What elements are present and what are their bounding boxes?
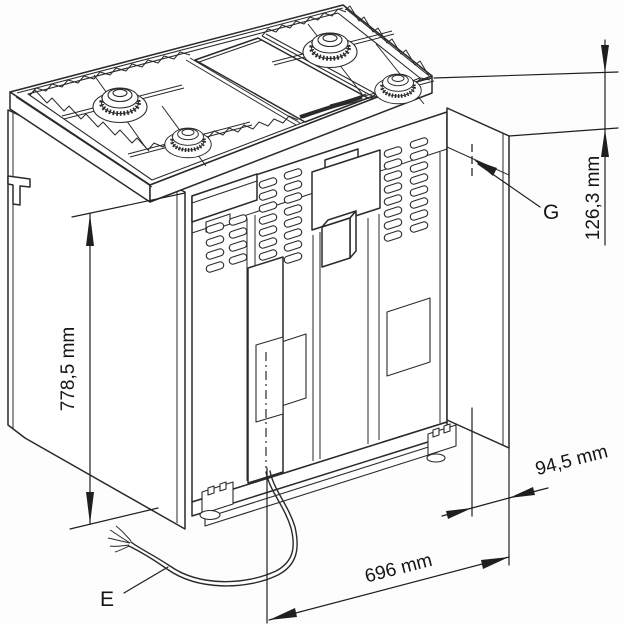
dimension-width-label: 696 mm (363, 550, 435, 588)
callout-electric-connection: E (100, 566, 169, 611)
dimension-top-offset: 126,3 mm (433, 39, 619, 246)
dimension-height: 778,5 mm (58, 192, 186, 530)
cooktop (9, 4, 435, 203)
foot-right (426, 423, 457, 463)
wall-hook-bracket (7, 175, 31, 206)
griddle-plate (185, 33, 377, 126)
electric-connection-label: E (100, 588, 114, 611)
back-panel (191, 111, 448, 503)
foot-left (199, 481, 234, 521)
cord-frayed-end (107, 525, 132, 553)
dimension-height-label: 778,5 mm (58, 327, 79, 411)
dimension-side-offset-label: 94,5 mm (533, 441, 610, 480)
callout-gas-connection: G (474, 160, 559, 224)
right-side-panel (446, 107, 510, 449)
rating-label-right (386, 297, 431, 377)
gas-connection-label: G (543, 201, 559, 224)
left-side-panel (7, 109, 186, 530)
power-cord (107, 470, 298, 587)
base-and-feet (191, 421, 457, 527)
cable-channel (247, 256, 284, 484)
dimension-top-offset-label: 126,3 mm (583, 156, 604, 240)
central-connection-plate (311, 148, 381, 268)
